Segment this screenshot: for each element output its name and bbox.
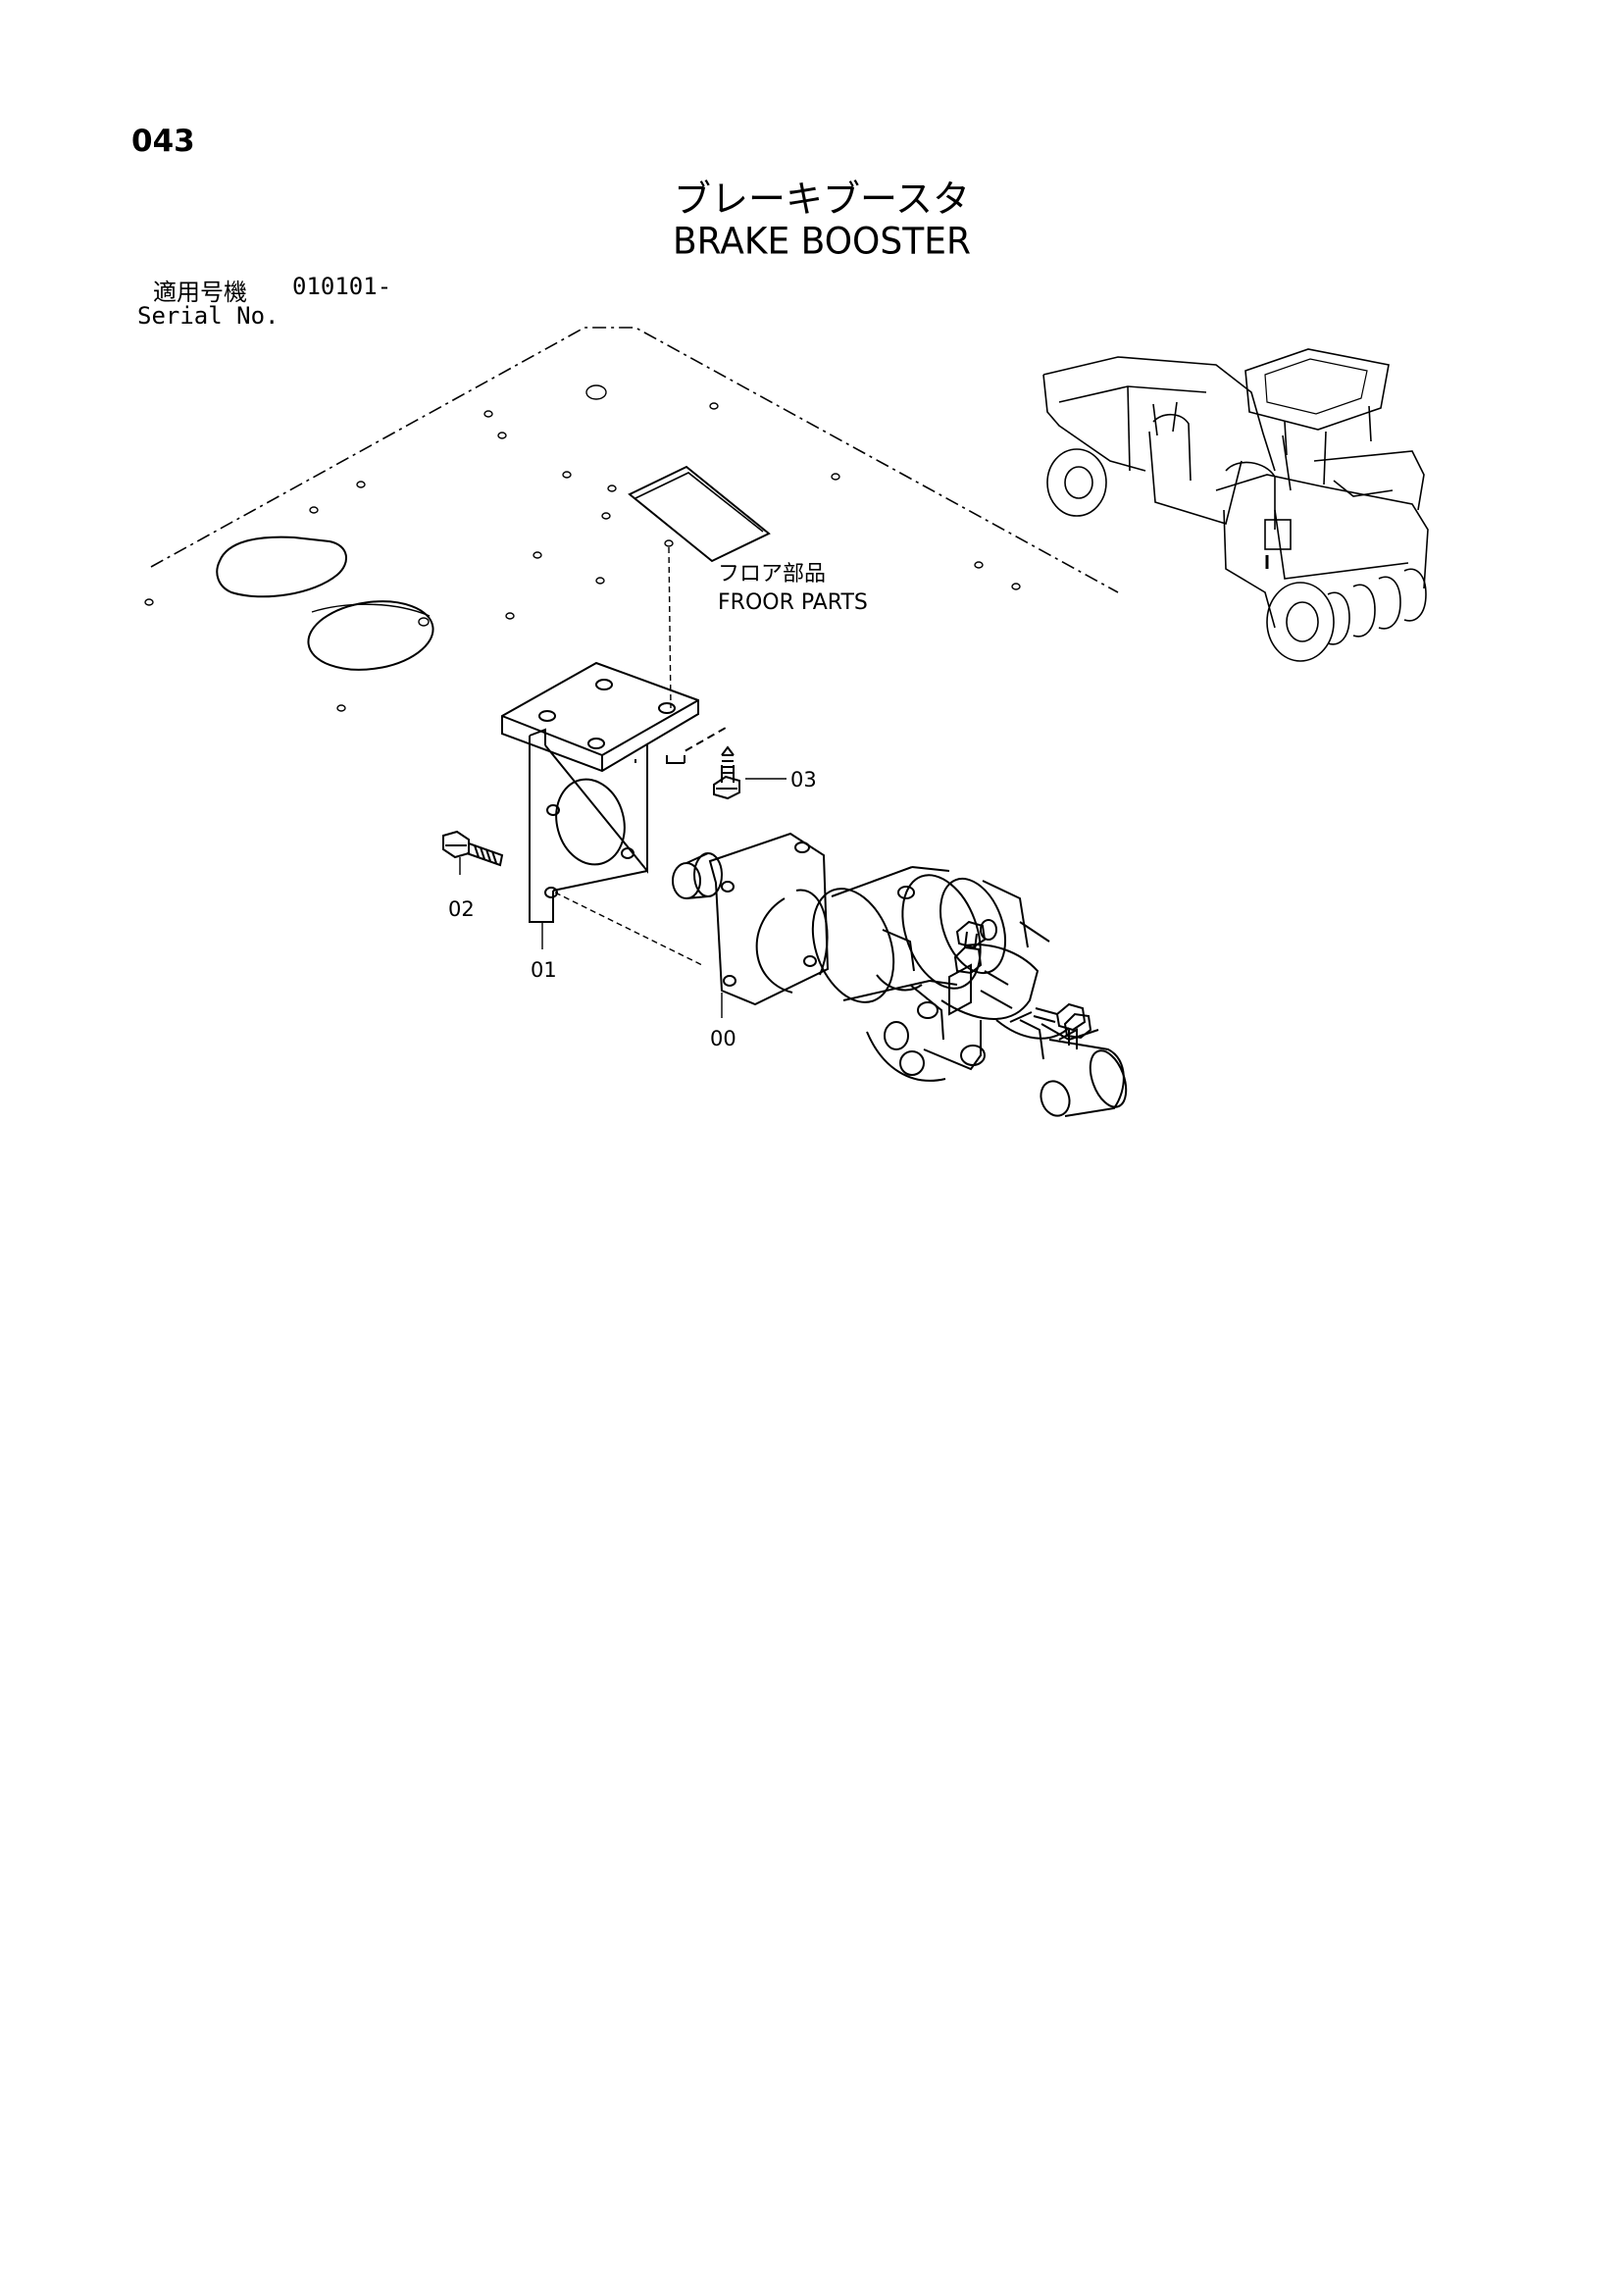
serial-number-value: 010101- — [292, 273, 392, 300]
floor-parts-label-en: FROOR PARTS — [718, 590, 868, 615]
leader-lines — [554, 546, 703, 966]
bolt-02 — [442, 830, 504, 867]
bolt-03 — [713, 745, 740, 800]
title-japanese: ブレーキブースタ — [673, 178, 971, 221]
brake-booster-body — [672, 832, 1128, 1117]
page-number: 043 — [131, 124, 195, 159]
part-00-label: 00 — [710, 1027, 736, 1050]
serial-label-japanese: 適用号機 — [153, 279, 247, 306]
serial-label-english: Serial No. — [137, 302, 279, 330]
floor-plate — [144, 327, 1119, 712]
title-english: BRAKE BOOSTER — [672, 220, 971, 264]
part-02-label: 02 — [448, 897, 475, 921]
part-01-label: 01 — [531, 958, 557, 982]
mounting-bracket — [501, 661, 727, 923]
road-roller-icon — [1042, 348, 1429, 662]
floor-parts-label-jp: フロア部品 — [718, 562, 826, 587]
callout-leaders — [459, 778, 787, 1018]
part-03-label: 03 — [790, 768, 817, 791]
